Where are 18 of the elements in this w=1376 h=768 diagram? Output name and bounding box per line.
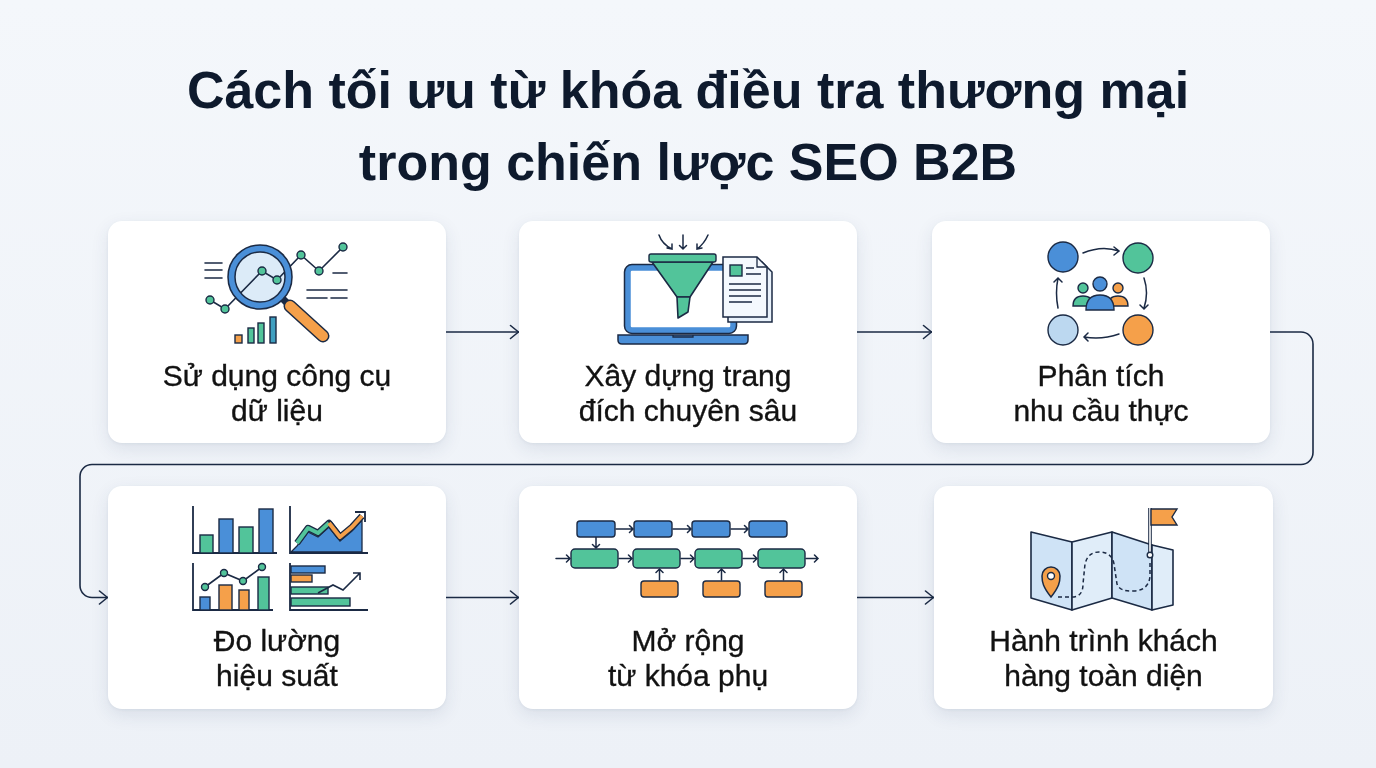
step-card bbox=[519, 486, 857, 709]
step-card bbox=[519, 221, 857, 443]
step-label: Phân tích nhu cầu thực bbox=[1013, 358, 1189, 428]
step-card bbox=[108, 486, 446, 709]
flow-arrow bbox=[445, 324, 520, 340]
flow-arrow bbox=[79, 331, 1314, 605]
flow-arrow bbox=[856, 324, 933, 340]
step-card bbox=[934, 486, 1273, 709]
step-label: Xây dựng trang đích chuyên sâu bbox=[578, 358, 798, 428]
step-label: Mở rộng từ khóa phụ bbox=[607, 623, 769, 693]
step-card bbox=[108, 221, 446, 443]
step-label: Đo lường hiệu suất bbox=[213, 623, 341, 693]
step-label: Hành trình khách hàng toàn diện bbox=[989, 623, 1218, 693]
flow-arrow bbox=[445, 590, 520, 605]
diagram-title: Cách tối ưu từ khóa điều tra thương mại trong chiến lược SEO B2B bbox=[185, 60, 1191, 193]
step-label: Sử dụng công cụ dữ liệu bbox=[162, 358, 392, 428]
flow-arrow bbox=[856, 590, 935, 605]
step-card bbox=[932, 221, 1270, 443]
